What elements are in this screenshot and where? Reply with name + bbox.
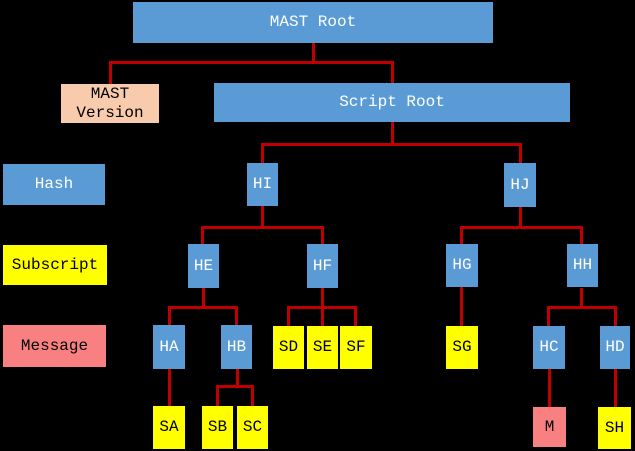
connector-segment <box>547 306 617 309</box>
connector-segment <box>109 61 112 84</box>
node-label: SB <box>207 418 228 436</box>
node-sh: SH <box>598 407 631 449</box>
connector-segment <box>312 43 315 64</box>
node-he: HE <box>188 244 219 288</box>
connector-segment <box>548 369 551 407</box>
connector-segment <box>460 226 583 229</box>
connector-segment <box>168 306 238 309</box>
node-label: SD <box>278 338 299 356</box>
connector-segment <box>614 369 617 407</box>
node-label: Subscript <box>11 255 99 274</box>
node-sg: SG <box>446 326 478 369</box>
node-label: SF <box>346 338 366 356</box>
node-hb: HB <box>221 325 252 369</box>
connector-segment <box>202 288 205 309</box>
node-label: SG <box>452 338 472 356</box>
node-hi: HI <box>247 163 278 206</box>
node-label: SE <box>312 338 333 356</box>
connector-segment <box>168 369 171 406</box>
node-label: M <box>544 417 555 436</box>
node-sa: SA <box>153 406 185 449</box>
connector-segment <box>235 306 238 325</box>
node-label: HH <box>572 256 593 274</box>
node-label: HI <box>252 175 273 193</box>
connector-segment <box>391 61 394 83</box>
connector-segment <box>261 206 264 229</box>
connector-segment <box>547 306 550 326</box>
node-label: Hash <box>34 175 74 193</box>
node-label: Version <box>76 103 144 122</box>
node-label: HB <box>226 337 247 356</box>
connector-segment <box>261 143 522 146</box>
connector-segment <box>460 287 463 326</box>
node-hj: HJ <box>504 163 536 207</box>
connector-segment <box>321 226 324 244</box>
node-label: SH <box>604 418 625 437</box>
node-sd: SD <box>273 326 304 369</box>
node-label: HA <box>159 337 179 356</box>
legend-hash: Hash <box>3 164 105 205</box>
connector-segment <box>580 288 583 309</box>
node-hg: HG <box>446 244 478 287</box>
node-hh: HH <box>567 244 598 287</box>
node-label: HC <box>539 338 559 356</box>
node-sc: SC <box>237 406 268 449</box>
connector-segment <box>391 122 394 146</box>
node-hf: HF <box>307 244 338 288</box>
node-sf: SF <box>340 326 372 369</box>
connector-segment <box>261 143 264 163</box>
node-label: HG <box>452 256 472 274</box>
connector-segment <box>109 61 394 64</box>
connector-segment <box>354 306 357 326</box>
node-label: HE <box>193 256 214 275</box>
node-mast-root: MAST Root <box>133 2 493 43</box>
node-label: MAST <box>90 84 130 103</box>
legend-subscript: Subscript <box>3 245 107 285</box>
connector-segment <box>168 306 171 325</box>
node-label: HD <box>605 338 625 356</box>
connector-segment <box>216 385 254 388</box>
connector-segment <box>216 385 219 406</box>
connector-segment <box>519 143 522 163</box>
connector-segment <box>614 306 617 326</box>
node-label: HF <box>312 256 333 275</box>
node-label: MAST Root <box>269 13 357 31</box>
connector-segment <box>251 385 254 406</box>
connector-segment <box>460 226 463 244</box>
node-ha: HA <box>153 325 185 369</box>
node-se: SE <box>307 326 338 369</box>
node-label: HJ <box>510 175 530 194</box>
legend-message: Message <box>3 325 106 367</box>
node-label: Script Root <box>339 93 445 111</box>
node-label: SA <box>159 418 179 436</box>
connector-segment <box>201 226 324 229</box>
connector-segment <box>287 306 290 326</box>
node-label: SC <box>242 418 263 436</box>
connector-segment <box>287 306 357 309</box>
node-sb: SB <box>202 406 233 449</box>
node-hc: HC <box>533 326 565 369</box>
connector-segment <box>201 226 204 244</box>
connector-segment <box>519 207 522 229</box>
node-label: Message <box>20 336 89 355</box>
node-script-root: Script Root <box>214 83 570 122</box>
node-hd: HD <box>600 326 630 369</box>
node-m: M <box>533 407 566 447</box>
connector-segment <box>236 369 239 388</box>
connector-segment <box>580 226 583 244</box>
